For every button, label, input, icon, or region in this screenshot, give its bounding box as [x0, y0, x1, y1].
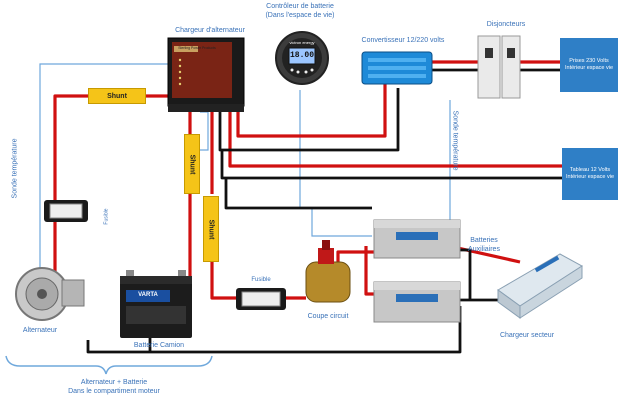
converter-fin — [368, 66, 426, 70]
engine-bay-label: Alternateur + Batterie Dans le compartim… — [68, 379, 160, 395]
breakers — [477, 35, 521, 99]
panel-box: Tableau 12 Volts Intérieur espace vie — [562, 148, 618, 200]
engine-bay-bracket — [5, 355, 213, 375]
fuse-center — [236, 288, 286, 310]
wire-to-converter — [236, 82, 387, 138]
fuse-left — [44, 200, 88, 222]
truck-battery-lid — [120, 276, 192, 284]
aux-battery-1-lid — [374, 220, 460, 228]
cutoff-key — [322, 240, 330, 250]
shore-charger-stripe — [534, 255, 560, 273]
charger-label — [174, 46, 198, 52]
sensor-wire-monitor — [299, 90, 372, 237]
battery-brand: VARTA — [138, 292, 158, 298]
shore-charger-side — [519, 265, 583, 319]
outlets-box-label: Prises 230 Volts Intérieur espace vie — [565, 58, 613, 71]
wire-neg-converter — [218, 88, 400, 152]
temp-sensor-right-label: Sonde température — [451, 110, 459, 171]
wire-neg-aux — [224, 178, 372, 210]
aux-battery-2-label — [396, 294, 438, 302]
battery-monitor — [275, 31, 329, 85]
alternator — [15, 267, 85, 321]
truck-battery-terminal-neg — [126, 270, 134, 276]
aux-battery-2-lid — [374, 282, 460, 290]
fuse-left-cover — [49, 203, 83, 219]
alternator-hub — [37, 289, 47, 299]
sensor-wire-alternator — [39, 63, 170, 270]
shunt-top-label: Shunt — [107, 92, 127, 100]
outlets-box: Prises 230 Volts Intérieur espace vie — [560, 38, 618, 92]
converter — [361, 51, 433, 85]
cutoff-knob — [318, 248, 334, 264]
positive-wires — [53, 60, 565, 300]
wire-to-panel — [228, 112, 565, 168]
breaker-1-switch — [485, 48, 493, 58]
monitor-buttons — [290, 68, 314, 74]
alternator-label: Alternateur — [22, 327, 58, 334]
breaker-2 — [501, 35, 521, 99]
monitor-display — [288, 47, 316, 65]
negative-wires — [86, 68, 565, 354]
truck-battery-label — [126, 290, 170, 302]
charger-label: Chargeur d'alternateur — [175, 27, 245, 34]
charger-leds — [178, 58, 182, 86]
converter-label: Convertisseur 12/220 volts — [361, 37, 445, 44]
shunt-mid: Shunt — [184, 134, 200, 194]
converter-fin — [368, 74, 426, 78]
truck-battery-terminal-pos — [178, 270, 186, 276]
aux-batteries — [373, 219, 461, 323]
converter-fin — [368, 58, 426, 62]
shunt-mid-label: Shunt — [188, 154, 196, 174]
panel-box-label: Tableau 12 Volts Intérieur espace vie — [566, 167, 614, 180]
cutoff-switch — [305, 240, 351, 303]
wire-neg-panel — [220, 150, 565, 180]
charger-terminals — [168, 104, 244, 112]
alternator-charger — [167, 37, 245, 112]
cutoff-label: Coupe circuit — [307, 313, 349, 320]
shunt-top: Shunt — [88, 88, 146, 104]
monitor-brand: victron energy — [289, 40, 315, 45]
breakers-label: Disjoncteurs — [486, 21, 526, 28]
cutoff-body — [305, 261, 351, 303]
wire-ground-bus — [86, 306, 462, 354]
charger-brand: Sterling Power Products — [178, 46, 216, 50]
shunt-low-label: Shunt — [207, 219, 215, 239]
fuse-center-label: Fusible — [251, 277, 271, 283]
fuse-center-cover — [241, 291, 281, 307]
truck-battery-label-text: Batterie Camion — [133, 342, 185, 349]
breaker-1 — [477, 35, 501, 99]
battery-monitor-label: Contrôleur de batterie (Dans l'espace de… — [265, 3, 335, 19]
alternator-housing — [61, 279, 85, 307]
monitor-display-value: 18.00 — [289, 51, 314, 60]
shunt-low: Shunt — [203, 196, 219, 262]
wire-aux-neg-link — [460, 248, 472, 300]
temp-sensor-left-label: Sonde température — [11, 138, 19, 199]
shore-charger — [497, 253, 583, 319]
wire-cutoff-aux — [336, 250, 378, 262]
fuse-left-label: Fusible — [103, 208, 110, 225]
truck-battery — [120, 270, 192, 338]
breaker-2-switch — [507, 48, 515, 58]
wire-shunt-fuse — [210, 260, 236, 300]
wire-alt-to-shunt — [53, 94, 88, 278]
shore-charger-label: Chargeur secteur — [499, 332, 555, 339]
truck-battery-panel — [126, 306, 186, 324]
aux-battery-1-label — [396, 232, 438, 240]
aux-batteries-label: Batteries Auxiliaires — [468, 237, 500, 253]
